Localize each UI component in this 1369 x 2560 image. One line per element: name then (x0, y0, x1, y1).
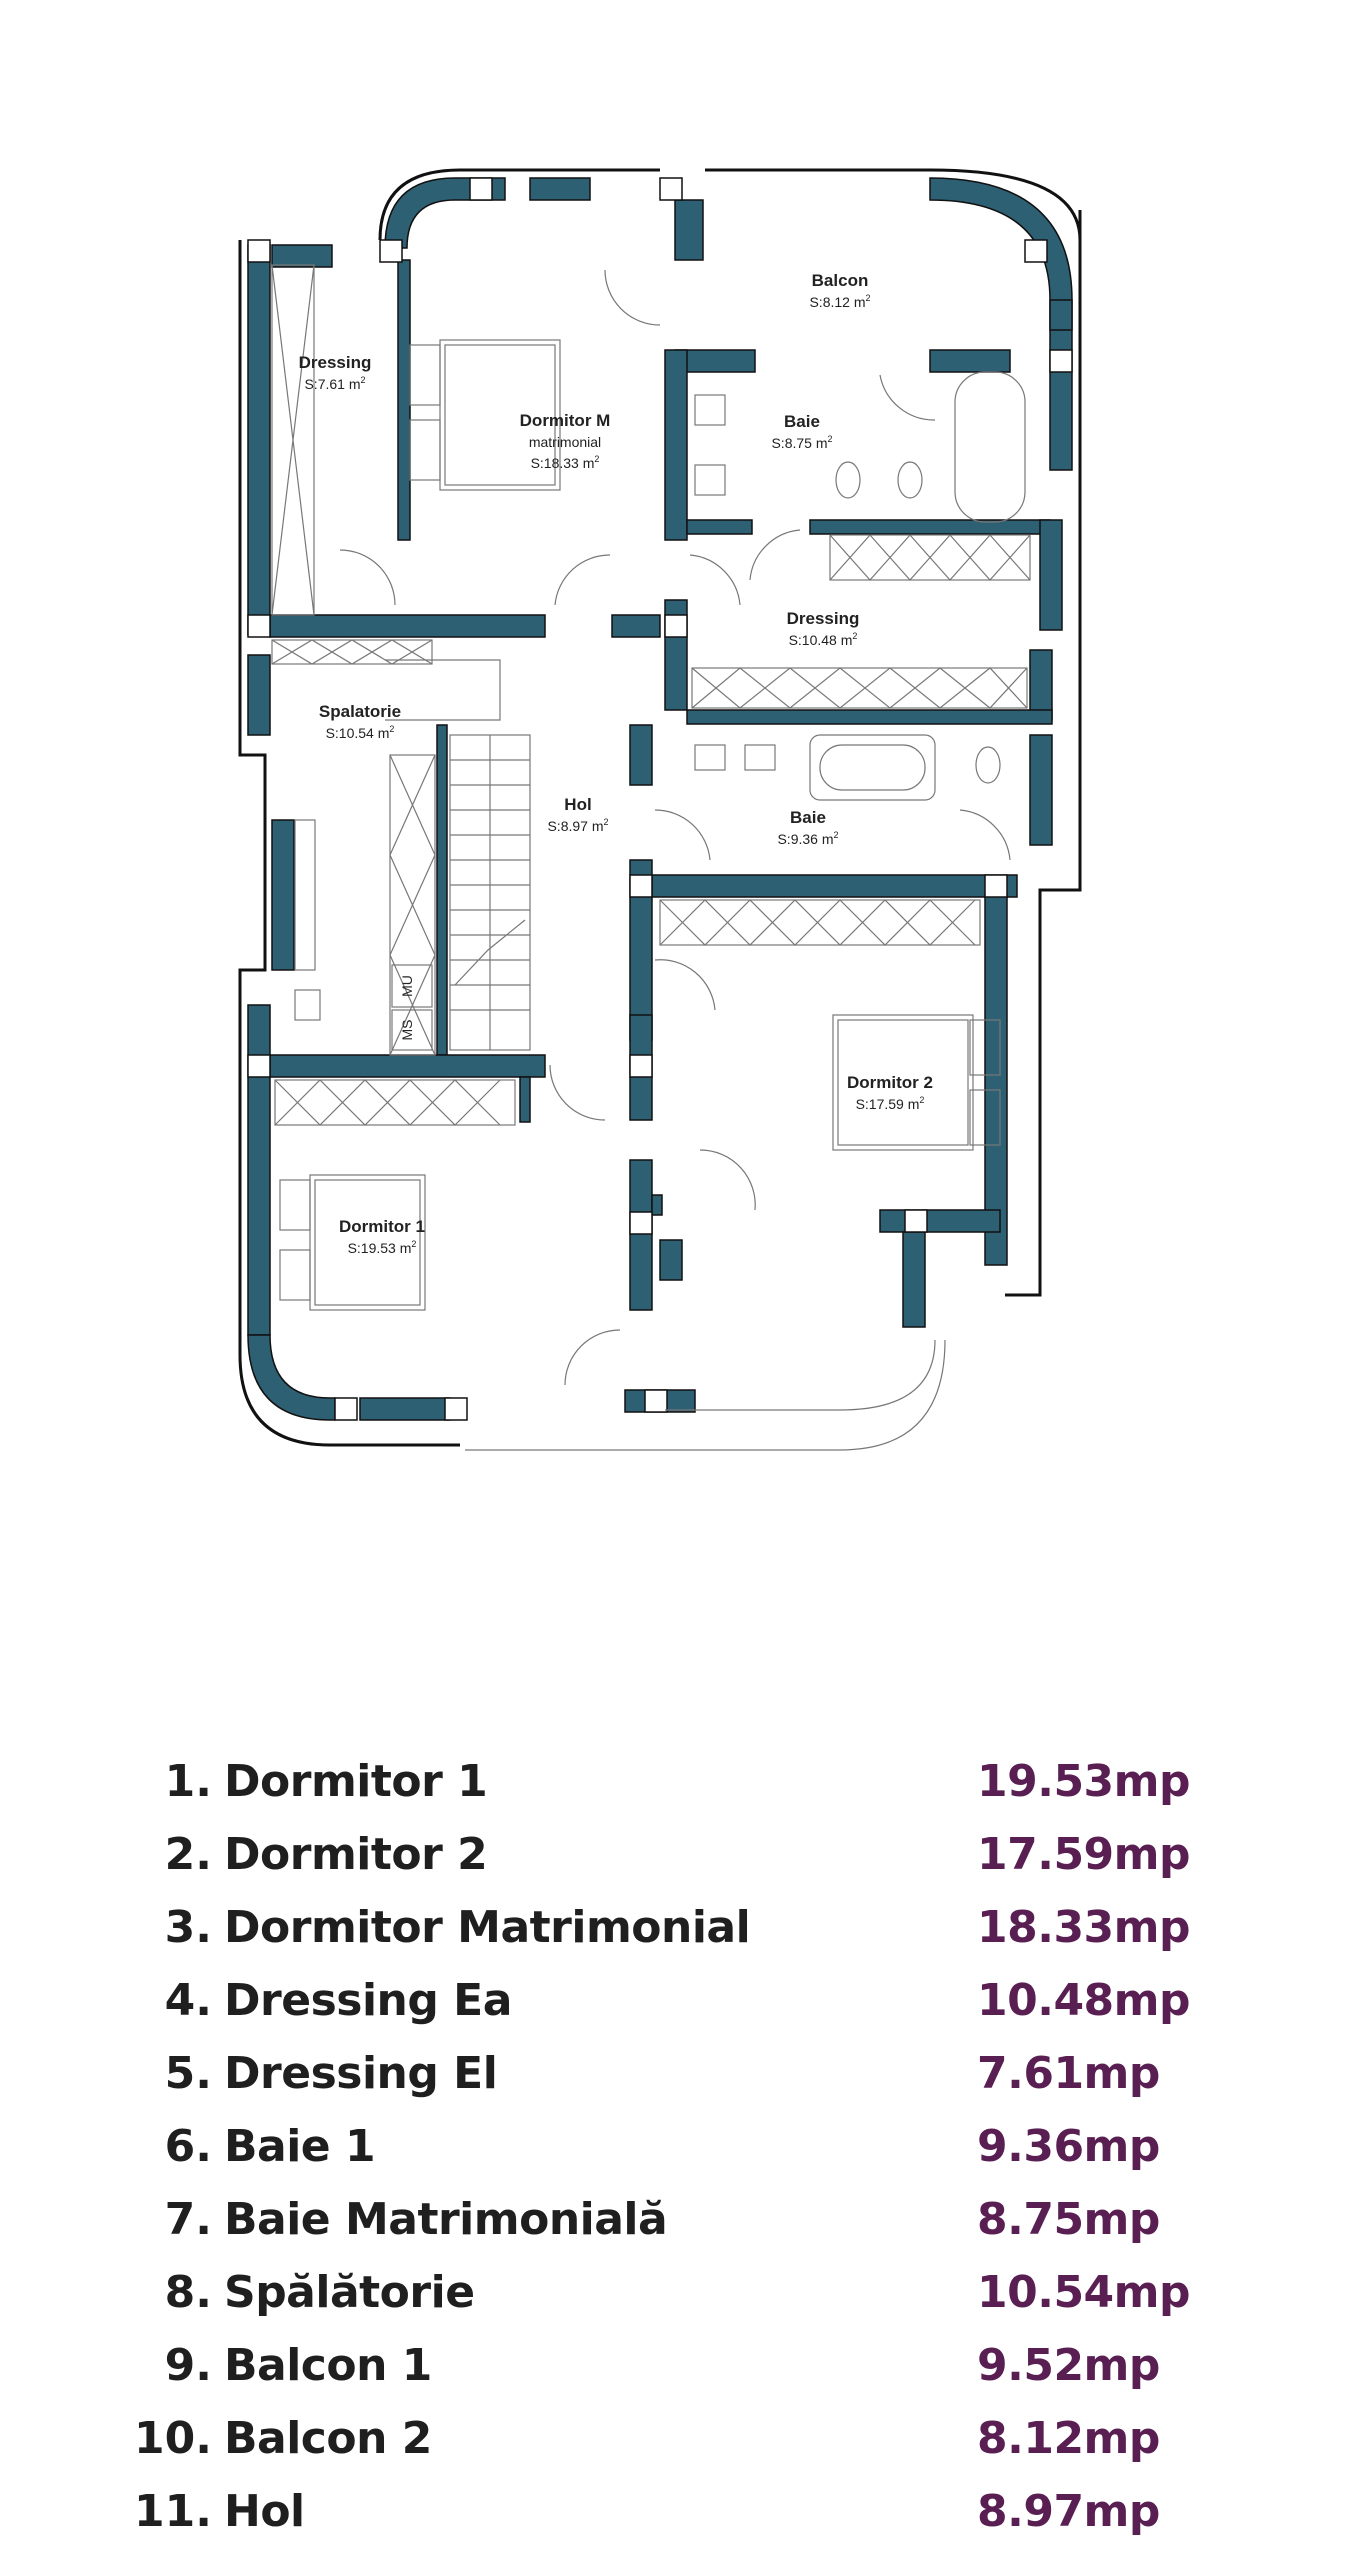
legend-item: 1. Dormitor 1 19.53mp (0, 1745, 1369, 1818)
legend-item-number: 11. (134, 2486, 212, 2537)
legend-item-area: 8.97mp (977, 2486, 1160, 2537)
legend-item-area: 10.54mp (977, 2267, 1191, 2318)
legend-item: 3. Dormitor Matrimonial 18.33mp (0, 1891, 1369, 1964)
outer-outline (238, 168, 1082, 1447)
floor-plan: Balcon S:8.12 m2 Dressing S:7.61 m2 Dorm… (238, 168, 1082, 1451)
legend-item-label: Dormitor Matrimonial (224, 1902, 751, 1953)
legend-item: 6. Baie 1 9.36mp (0, 2110, 1369, 2183)
fixtures (271, 264, 1031, 1451)
room-name-hol: Hol (564, 795, 591, 814)
legend-item-number: 7. (164, 2194, 212, 2245)
legend-item-area: 10.48mp (977, 1975, 1191, 2026)
room-area-dormitor-m: S:18.33 m2 (531, 454, 600, 471)
room-name-dressing-ea: Dressing (787, 609, 860, 628)
legend-item-label: Dormitor 1 (224, 1756, 488, 1807)
legend-item-area: 9.36mp (977, 2121, 1160, 2172)
legend-item-area: 8.12mp (977, 2413, 1160, 2464)
window-openings (247, 177, 1073, 1421)
room-name-dormitor-m: Dormitor M (520, 411, 611, 430)
room-area-baie-1: S:9.36 m2 (777, 830, 838, 847)
legend-item: 5. Dressing El 7.61mp (0, 2037, 1369, 2110)
legend-item: 11. Hol 8.97mp (0, 2475, 1369, 2548)
legend-item-label: Balcon 2 (224, 2413, 432, 2464)
room-area-dormitor-2: S:17.59 m2 (856, 1095, 925, 1112)
legend-item-area: 7.61mp (977, 2048, 1160, 2099)
legend-item: 9. Balcon 1 9.52mp (0, 2329, 1369, 2402)
appliance-label-mu: MU (399, 975, 415, 997)
legend-item-label: Dressing Ea (224, 1975, 512, 2026)
walls (247, 177, 1073, 1421)
room-area-baie-m: S:8.75 m2 (771, 434, 832, 451)
room-labels: Balcon S:8.12 m2 Dressing S:7.61 m2 Dorm… (299, 271, 933, 1256)
room-name-dressing-el: Dressing (299, 353, 372, 372)
room-name-dormitor-1: Dormitor 1 (339, 1217, 425, 1236)
room-area-hol: S:8.97 m2 (547, 817, 608, 834)
legend-item-area: 9.52mp (977, 2340, 1160, 2391)
legend-item-area: 18.33mp (977, 1902, 1191, 1953)
legend-item-label: Dressing El (224, 2048, 498, 2099)
appliance-label-ms: MS (399, 1020, 415, 1041)
room-sub-dormitor-m: matrimonial (529, 434, 601, 450)
room-area-dressing-ea: S:10.48 m2 (789, 631, 858, 648)
room-area-balcon: S:8.12 m2 (809, 293, 870, 310)
legend-item-area: 17.59mp (977, 1829, 1191, 1880)
legend-item-number: 8. (164, 2267, 212, 2318)
legend-item-label: Baie Matrimonială (224, 2194, 668, 2245)
legend-item: 8. Spălătorie 10.54mp (0, 2256, 1369, 2329)
room-area-spalatorie: S:10.54 m2 (326, 724, 395, 741)
legend-item-number: 2. (164, 1829, 212, 1880)
legend-item: 10. Balcon 2 8.12mp (0, 2402, 1369, 2475)
legend-item: 4. Dressing Ea 10.48mp (0, 1964, 1369, 2037)
legend-item-number: 5. (164, 2048, 212, 2099)
room-name-spalatorie: Spalatorie (319, 702, 401, 721)
legend-item-number: 10. (134, 2413, 212, 2464)
legend-item-label: Hol (224, 2486, 305, 2537)
room-name-baie-1: Baie (790, 808, 826, 827)
legend-item-number: 9. (164, 2340, 212, 2391)
legend-item-number: 6. (164, 2121, 212, 2172)
legend-item-label: Dormitor 2 (224, 1829, 488, 1880)
room-name-baie-m: Baie (784, 412, 820, 431)
legend-item-number: 1. (164, 1756, 212, 1807)
room-name-dormitor-2: Dormitor 2 (847, 1073, 933, 1092)
legend-item-label: Balcon 1 (224, 2340, 432, 2391)
legend-item: 7. Baie Matrimonială 8.75mp (0, 2183, 1369, 2256)
legend-item-number: 4. (164, 1975, 212, 2026)
room-area-dressing-el: S:7.61 m2 (304, 375, 365, 392)
legend-item-area: 19.53mp (977, 1756, 1191, 1807)
legend-item-label: Spălătorie (224, 2267, 475, 2318)
room-name-balcon: Balcon (812, 271, 869, 290)
legend-item-label: Baie 1 (224, 2121, 376, 2172)
legend-item: 2. Dormitor 2 17.59mp (0, 1818, 1369, 1891)
legend-item-number: 3. (164, 1902, 212, 1953)
legend-item-area: 8.75mp (977, 2194, 1160, 2245)
room-area-dormitor-1: S:19.53 m2 (348, 1239, 417, 1256)
area-legend: 1. Dormitor 1 19.53mp 2. Dormitor 2 17.5… (0, 1745, 1369, 2545)
